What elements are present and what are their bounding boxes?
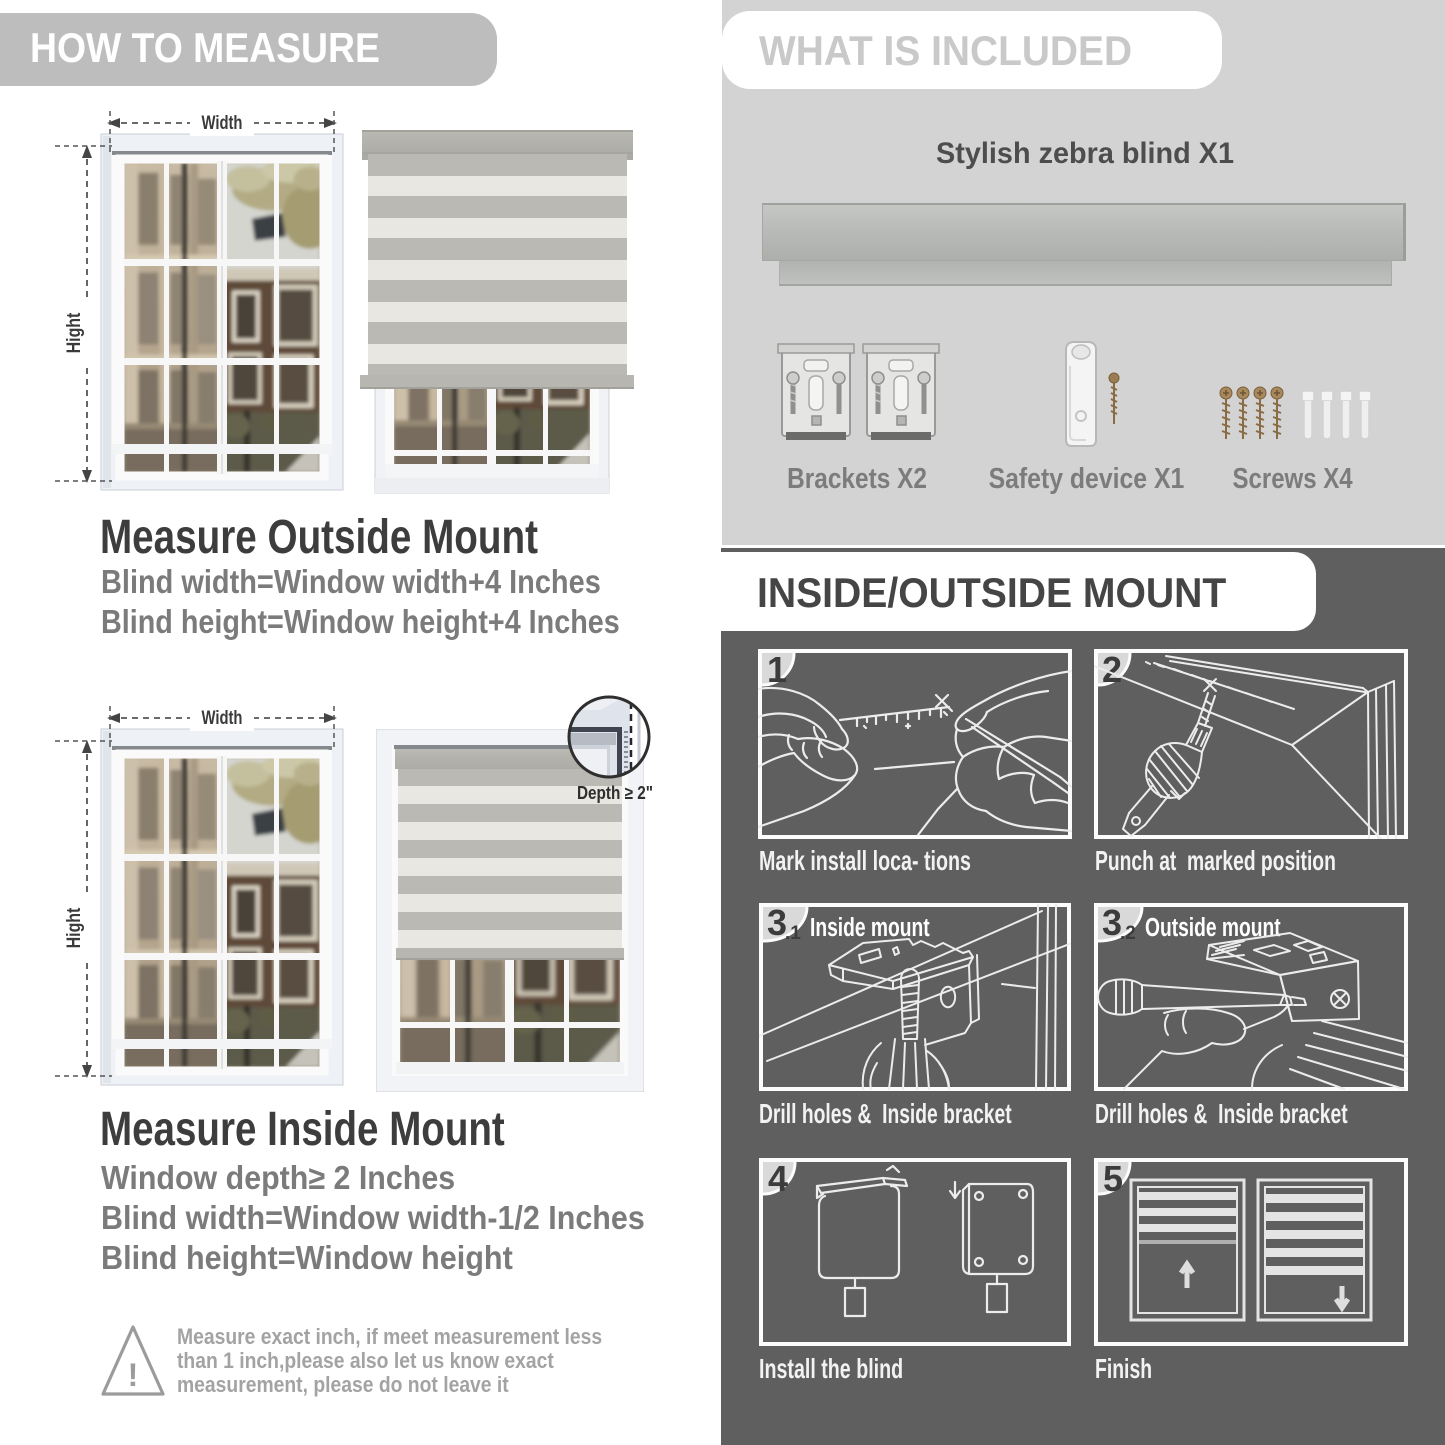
svg-text:5: 5 [1103,1158,1123,1199]
svg-text:.1: .1 [785,923,801,944]
svg-text:Inside mount: Inside mount [810,912,930,942]
svg-text:3: 3 [767,903,787,943]
svg-text:!: ! [128,1357,139,1393]
svg-text:4: 4 [768,1158,788,1199]
svg-text:1: 1 [767,649,787,690]
svg-text:.2: .2 [1120,923,1136,944]
svg-text:3: 3 [1102,903,1122,943]
svg-text:2: 2 [1102,649,1122,690]
